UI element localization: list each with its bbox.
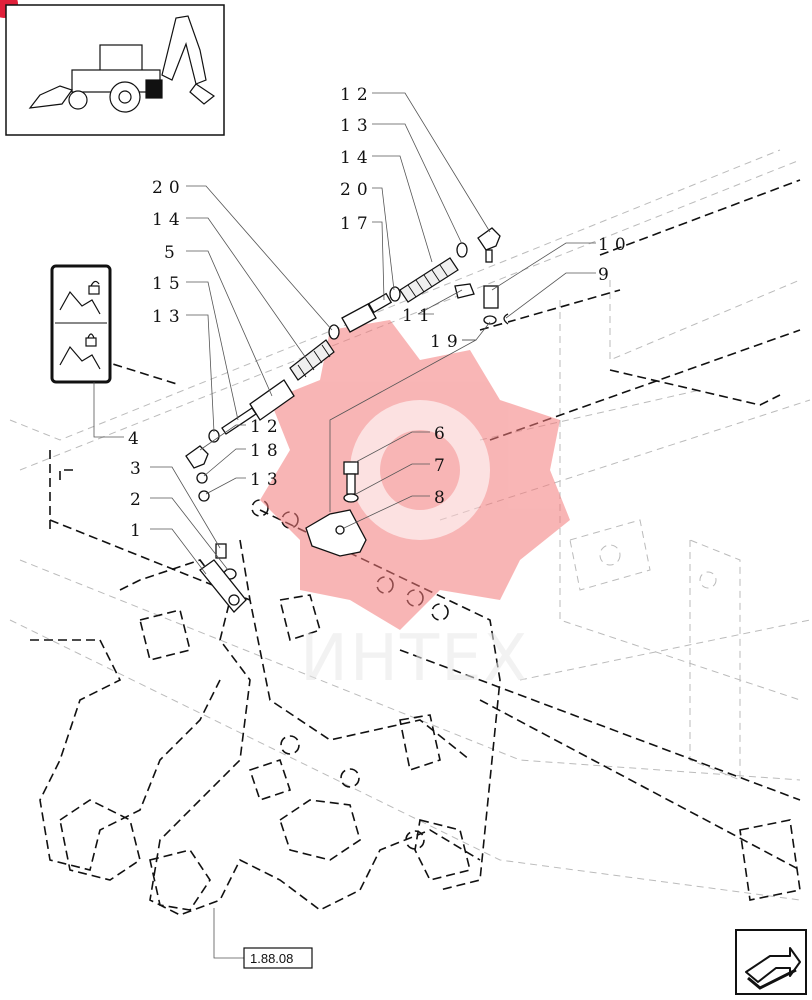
label-14-lower: 14 (152, 210, 186, 230)
bracket-8 (305, 509, 367, 557)
bolt-6-head (343, 461, 359, 475)
label-1: 1 (130, 521, 147, 541)
label-13-mid: 13 (152, 307, 186, 327)
cable-assembly-upper[interactable] (185, 227, 509, 502)
label-12-lower: 12 (250, 417, 284, 437)
label-20-lower: 20 (152, 178, 186, 198)
circlip-9 (503, 313, 509, 325)
ball-joint-12-lower (185, 445, 209, 469)
ball-joint-12-upper (477, 227, 501, 251)
label-13-lower: 13 (250, 470, 284, 490)
part-labels: 12 13 14 20 17 20 14 5 15 13 10 9 11 19 … (128, 85, 632, 541)
reference-link-1-88-08[interactable]: 1.88.08 (243, 947, 313, 969)
linkage-lower[interactable] (199, 461, 367, 613)
washer-19 (483, 315, 497, 325)
label-2: 2 (130, 490, 147, 510)
label-3: 3 (130, 459, 147, 479)
label-17: 17 (340, 214, 374, 234)
rod-15 (221, 407, 257, 435)
label-6: 6 (434, 424, 451, 444)
label-7: 7 (434, 456, 451, 476)
label-11: 11 (402, 306, 436, 326)
reference-text: 1.88.08 (250, 951, 293, 966)
label-19: 19 (430, 332, 464, 352)
nut-13-upper (456, 242, 468, 258)
next-page-arrow-icon[interactable] (735, 929, 807, 995)
clip-20-lower (328, 324, 340, 340)
label-20-upper: 20 (340, 180, 374, 200)
label-14-upper: 14 (340, 148, 374, 168)
label-18: 18 (250, 441, 284, 461)
pin-11 (454, 283, 475, 299)
ball-joint-stem (485, 249, 493, 263)
watermark-text: ИНТЕХ (300, 622, 529, 696)
backhoe-loader-icon (28, 15, 216, 113)
label-15: 15 (152, 274, 186, 294)
label-9: 9 (598, 265, 615, 285)
label-13-upper: 13 (340, 116, 374, 136)
lever-1 (199, 559, 247, 613)
label-8: 8 (434, 488, 451, 508)
label-12-upper: 12 (340, 85, 374, 105)
bolt-3 (215, 543, 227, 559)
sleeve-17 (367, 292, 393, 314)
tube-11 (341, 303, 377, 333)
backhoe-thumbnail[interactable] (5, 4, 225, 136)
sleeve-5 (249, 379, 295, 421)
label-10: 10 (598, 235, 632, 255)
leader-lines (93, 92, 596, 959)
clip-20-upper (389, 286, 401, 302)
washer-7 (343, 493, 359, 503)
bellows-14-upper (399, 257, 459, 303)
bushing-10 (483, 285, 499, 309)
washer-13 (198, 490, 210, 502)
label-5: 5 (164, 243, 181, 263)
lock-decal-icon[interactable] (50, 264, 112, 384)
intex-watermark: ИНТЕХ (260, 320, 570, 696)
label-4: 4 (128, 429, 145, 449)
bolt-6-shank (346, 473, 356, 495)
